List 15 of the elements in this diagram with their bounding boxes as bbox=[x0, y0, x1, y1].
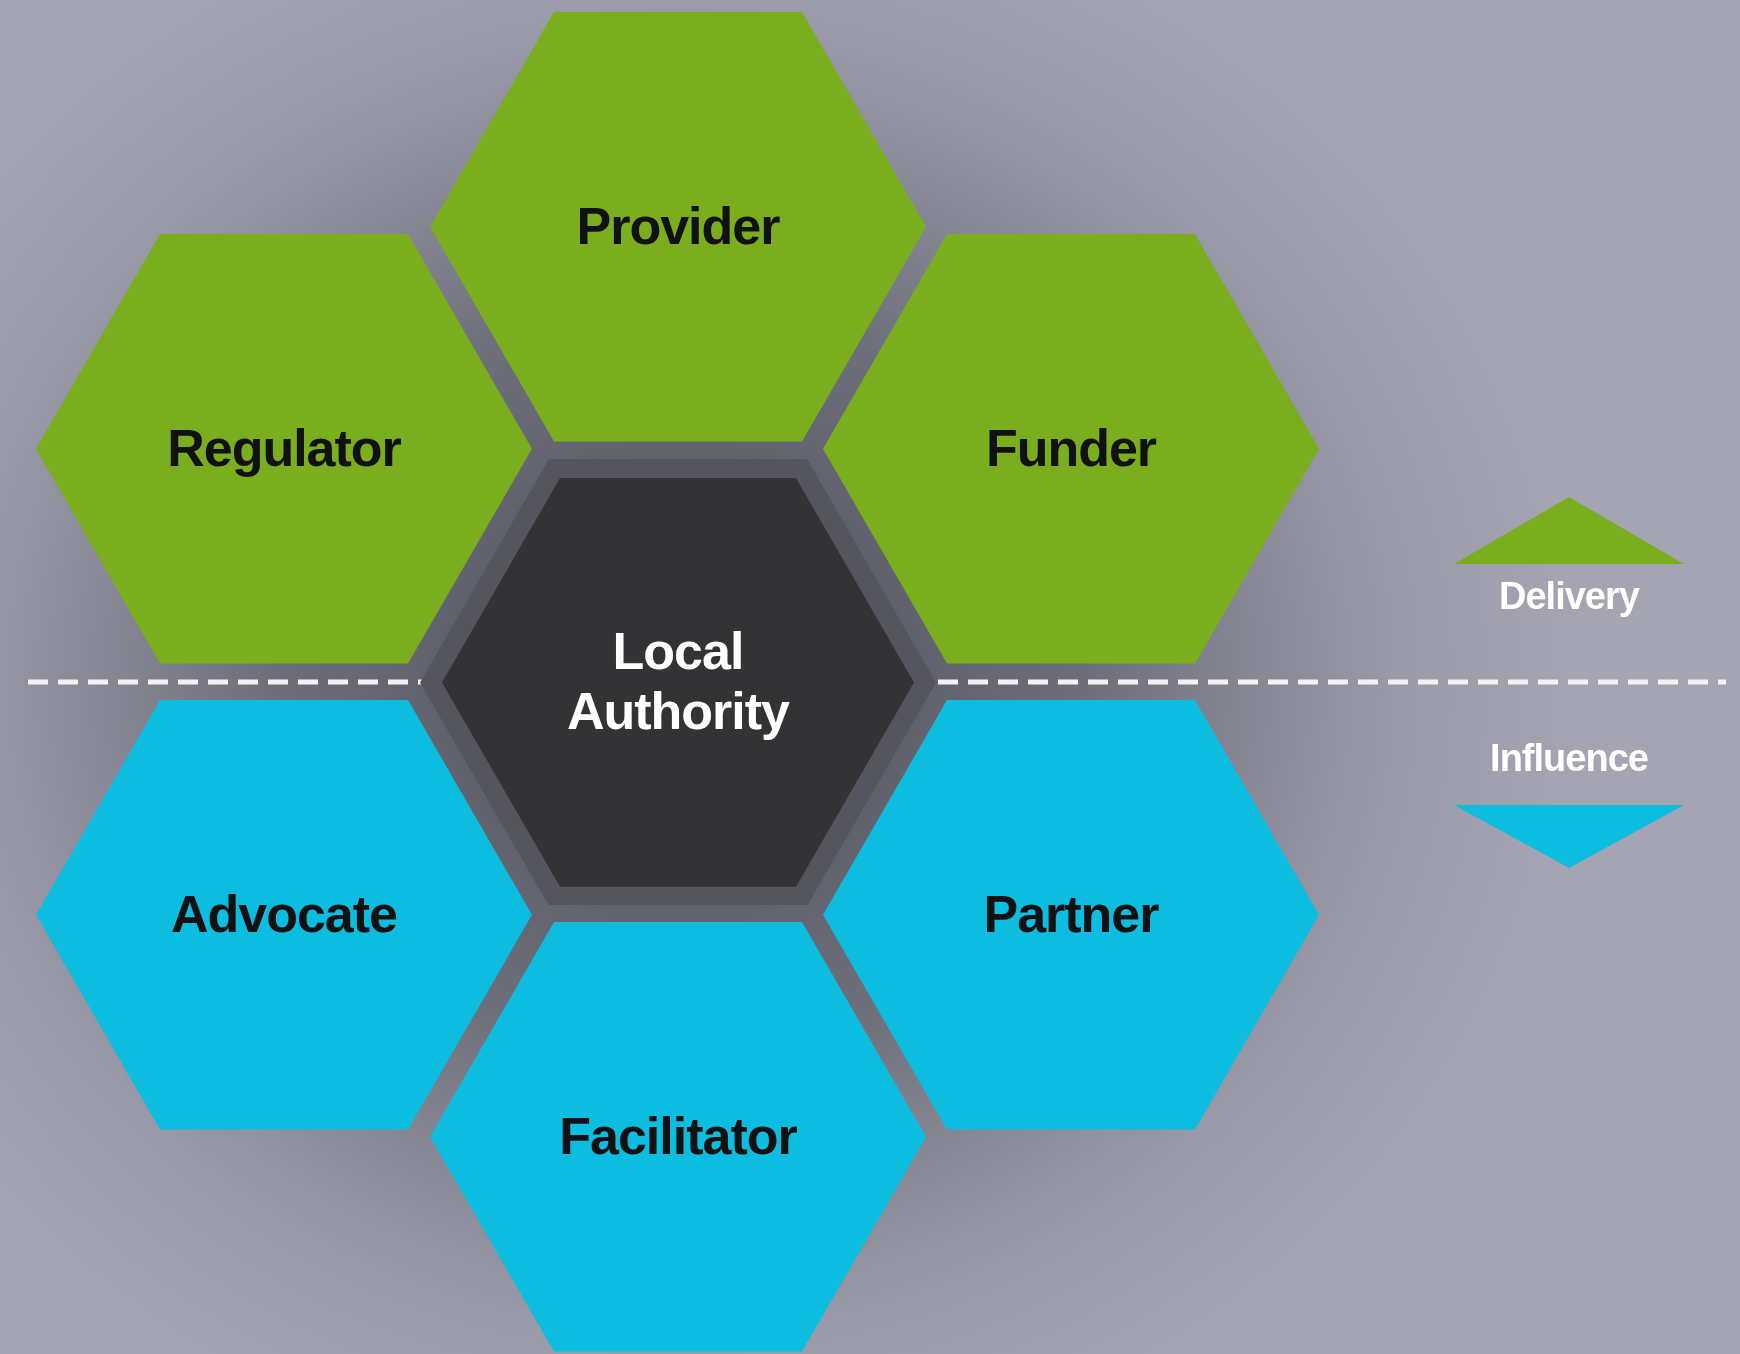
role-label: Regulator bbox=[167, 419, 401, 479]
legend-label: Influence bbox=[1489, 737, 1649, 780]
role-label: Facilitator bbox=[559, 1107, 797, 1167]
hexagon-tile bbox=[430, 922, 926, 1352]
hexagon-tile bbox=[823, 234, 1319, 664]
role-label: Local Authority bbox=[565, 622, 791, 742]
hexagon-tile bbox=[823, 700, 1319, 1130]
role-label: Partner bbox=[983, 885, 1159, 945]
role-label: Provider bbox=[576, 197, 780, 257]
role-label: Advocate bbox=[170, 885, 398, 945]
role-label: Funder bbox=[985, 419, 1157, 479]
hexagon-tile bbox=[430, 12, 926, 442]
hexagon-tile bbox=[36, 700, 532, 1130]
legend-label: Delivery bbox=[1498, 575, 1641, 618]
hexagon-tile bbox=[36, 234, 532, 664]
